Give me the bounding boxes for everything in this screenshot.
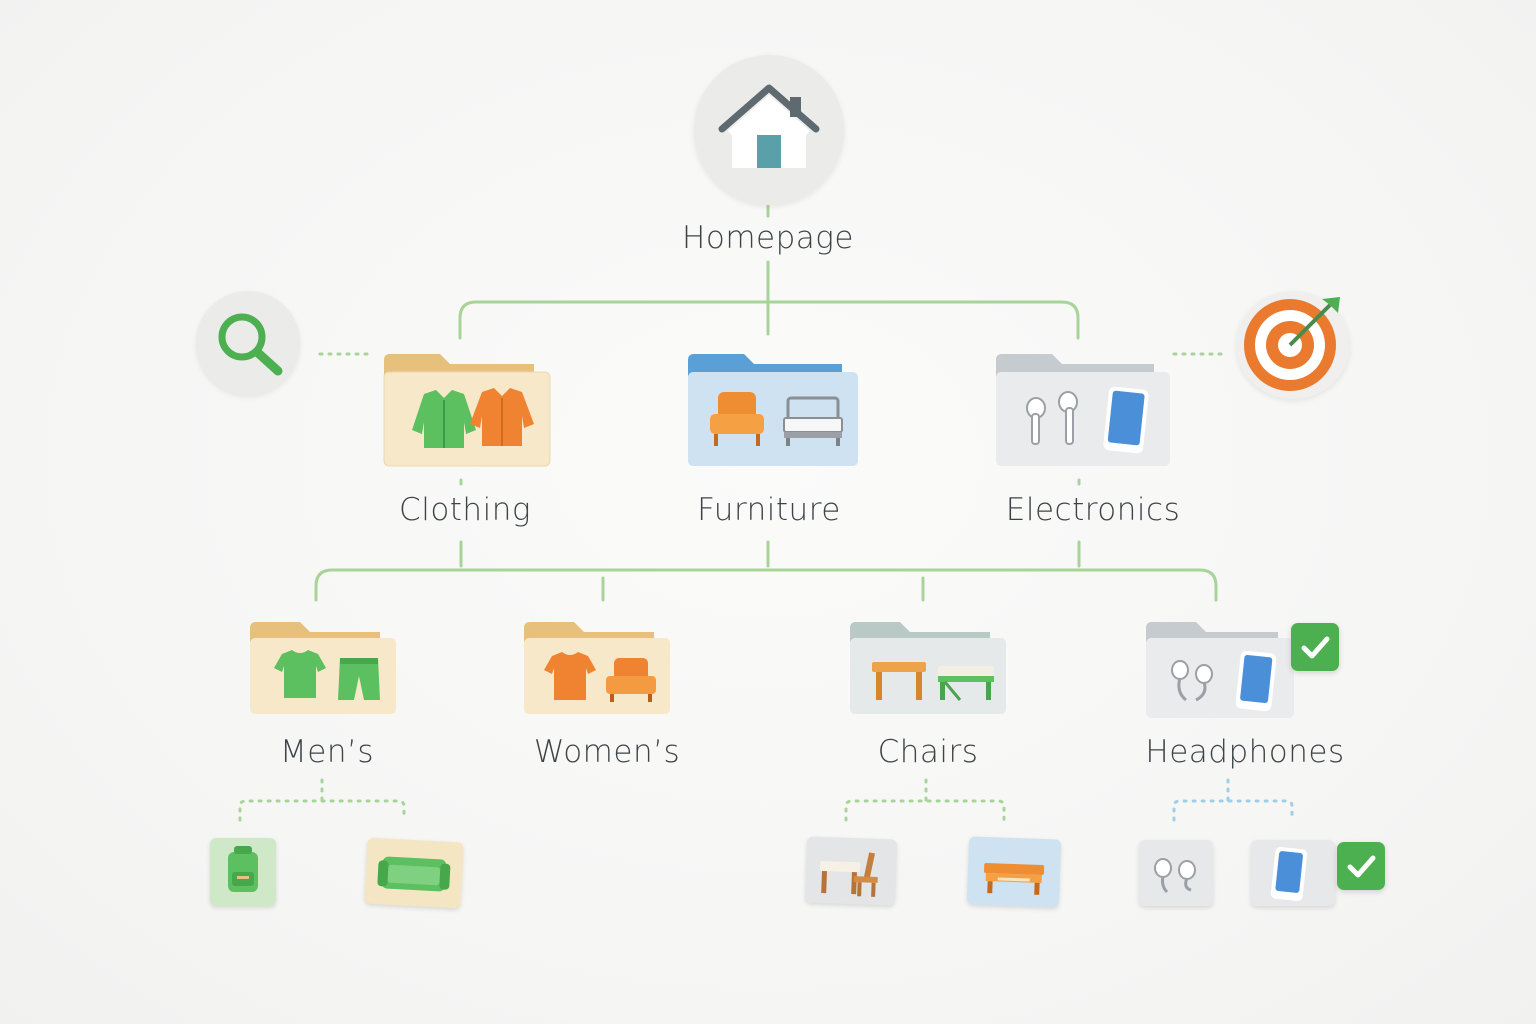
folder-headphones[interactable] [1146,620,1294,720]
electronics-folder-icon [996,354,1170,466]
folder-clothing[interactable] [383,352,551,468]
leaf-item-backpack[interactable] [210,838,276,906]
leaf-item-sofa[interactable] [364,837,464,909]
leaf-item-bench[interactable] [966,836,1062,908]
bench-icon [984,863,1045,895]
leaf-item-table-chair[interactable] [804,836,898,906]
search-button[interactable] [196,291,300,395]
backpack-icon [228,846,258,892]
table-chair-icon [820,852,878,897]
mens-folder-icon [250,622,396,714]
node-label-womens: Women’s [533,734,681,770]
furniture-folder-icon [688,354,858,466]
headphones-folder-icon [1146,622,1294,718]
node-label-electronics: Electronics [1005,492,1181,528]
headphones-check-badge [1291,623,1339,671]
folder-mens[interactable] [250,620,396,716]
folder-chairs[interactable] [850,620,1006,716]
node-label-furniture: Furniture [697,492,841,528]
chairs-folder-icon [850,622,1006,714]
node-label-mens: Men’s [280,734,374,770]
folder-electronics[interactable] [996,352,1170,468]
search-icon [218,313,283,376]
node-label-clothing: Clothing [399,492,531,528]
folder-furniture[interactable] [688,352,858,468]
sofa-icon [377,856,451,892]
womens-folder-icon [524,622,670,714]
clothing-folder-icon [383,354,551,467]
earbuds-icon [1154,858,1196,894]
node-label-chairs: Chairs [877,734,979,770]
node-label-homepage: Homepage [682,220,854,256]
node-label-headphones: Headphones [1145,734,1345,770]
home-node[interactable] [694,55,844,205]
phone-icon [1270,846,1308,902]
leaf-item-earbuds[interactable] [1139,840,1213,906]
target-button[interactable] [1236,291,1350,399]
target-icon [1244,297,1340,391]
checkmark-icon [1301,636,1330,659]
house-icon [718,84,820,168]
checkmark-icon [1347,855,1376,878]
folder-womens[interactable] [524,620,670,716]
phone-check-badge [1337,842,1385,890]
leaf-item-phone[interactable] [1251,840,1335,906]
